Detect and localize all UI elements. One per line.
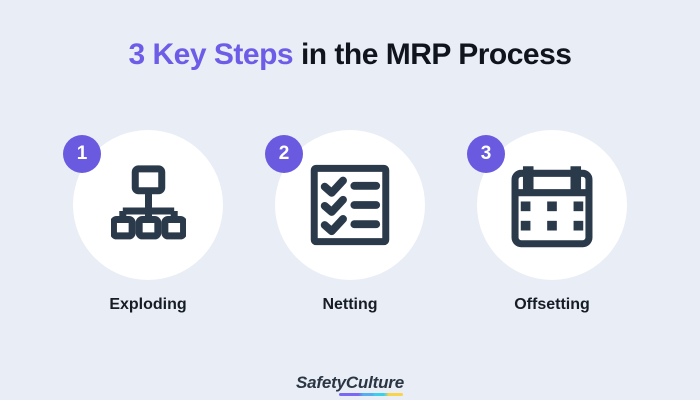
- step-circle: 3: [467, 130, 627, 280]
- step-number: 3: [480, 143, 492, 164]
- page-title: 3 Key Steps in the MRP Process: [0, 0, 700, 73]
- logo-underline: [338, 393, 403, 396]
- step-number-badge: 1: [63, 135, 101, 173]
- step-number: 1: [76, 143, 88, 164]
- step-number-badge: 2: [265, 135, 303, 173]
- calendar-icon: [511, 166, 593, 248]
- step-item-exploding: 1 Exploding: [63, 130, 223, 314]
- step-circle: 1: [63, 130, 223, 280]
- checklist-icon: [310, 164, 390, 246]
- footer: SafetyCulture: [0, 373, 700, 396]
- step-label: Netting: [322, 296, 378, 313]
- title-highlight: 3 Key Steps: [128, 38, 294, 71]
- title-rest: in the MRP Process: [300, 38, 572, 71]
- step-label: Exploding: [109, 296, 187, 313]
- hierarchy-tree-icon: [110, 164, 186, 239]
- step-number-badge: 3: [467, 135, 505, 173]
- step-circle: 2: [265, 130, 425, 280]
- safetyculture-logo: SafetyCulture: [296, 373, 404, 396]
- logo-text-safety: Safety: [296, 373, 346, 392]
- step-number: 2: [278, 143, 290, 164]
- step-label: Offsetting: [514, 296, 590, 313]
- step-item-netting: 2 Netting: [265, 130, 425, 314]
- logo-text-culture: Culture: [338, 373, 404, 396]
- step-item-offsetting: 3 Offsetting: [467, 130, 627, 314]
- steps-row: 1 Exploding 2: [0, 130, 700, 314]
